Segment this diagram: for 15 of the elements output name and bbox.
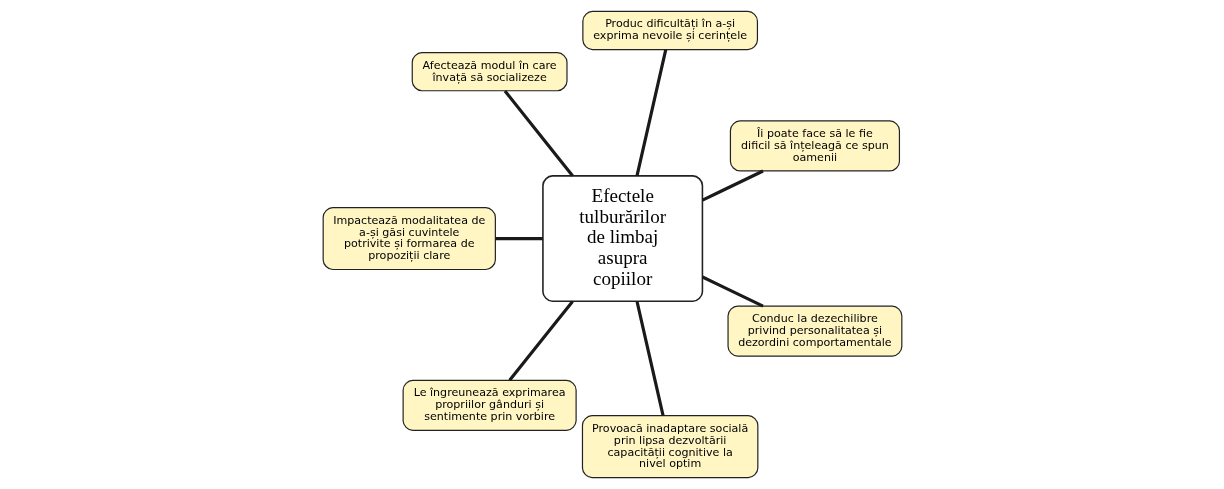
connector	[701, 275, 764, 308]
node-box: Îi poate face să le fie dificil să înțeleagă ce spun oamenii	[729, 120, 900, 172]
node-box: Afectează modul în care învață să socializeze	[411, 52, 568, 92]
node-box: Le îngreunează exprimarea propriilor gânduri și sentimente prin vorbire	[402, 379, 577, 431]
node-box: Efectele tulburărilor de limbaj asupra copiilor	[541, 175, 703, 303]
connector	[634, 49, 667, 177]
node-box: Produc dificultăți în a-și exprima nevoile și cerințele	[581, 10, 758, 51]
connector	[634, 300, 665, 416]
connector	[701, 169, 764, 202]
node-box: Provoacă inadaptare socială prin lipsa dezvoltării capacității cognitive la nivel optim	[581, 415, 758, 479]
node-box: Conduc la dezechilibre privind personalitatea și dezordini comportamentale	[726, 305, 902, 357]
connector	[494, 236, 543, 241]
connector	[507, 300, 574, 382]
connector	[503, 90, 574, 177]
node-box: Impactează modalitatea de a-și găsi cuvintele potrivite și formarea de propoziții clare	[322, 207, 496, 271]
